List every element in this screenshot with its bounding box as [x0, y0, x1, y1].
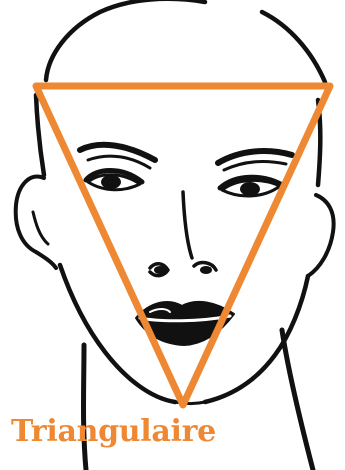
face-sketch-icon: [16, 0, 334, 470]
eyes: [86, 171, 284, 197]
eyebrows: [80, 145, 292, 170]
head-outline: [36, 0, 325, 185]
face-shape-label: Triangulaire: [11, 412, 216, 452]
ears: [16, 177, 334, 276]
nose: [150, 192, 216, 276]
